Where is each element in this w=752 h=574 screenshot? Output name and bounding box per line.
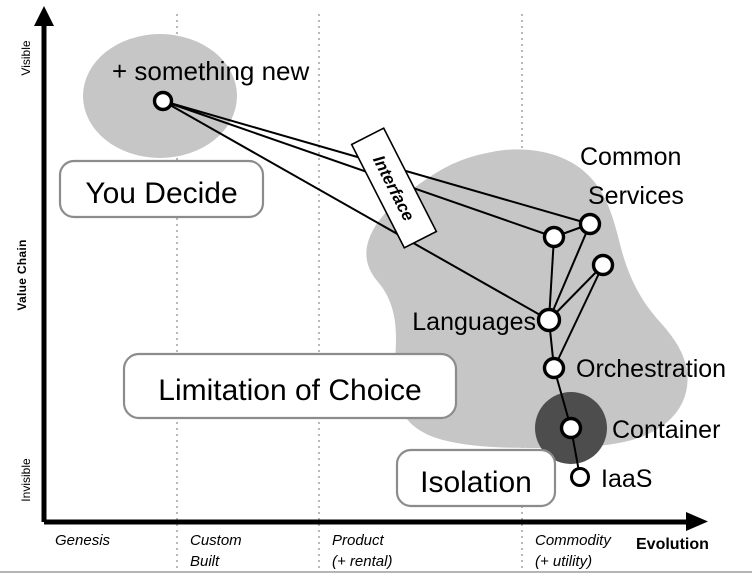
link-common-services-b-to-languages <box>548 223 591 321</box>
axis-label-evolution: Evolution <box>636 536 709 553</box>
value-chain-links <box>162 100 604 478</box>
link-something-new-to-common-services-a <box>162 100 555 238</box>
node-container[interactable] <box>559 416 583 440</box>
value-chain-axis-arrowhead <box>34 6 54 26</box>
evolution-axis-arrowhead <box>686 512 708 531</box>
stage-label-genesis-line1: Genesis <box>55 532 111 549</box>
node-iaas[interactable] <box>570 467 590 487</box>
node-languages[interactable] <box>536 307 562 333</box>
node-label-common: Common <box>580 143 681 171</box>
stage-label-product-line1: Product <box>332 532 385 549</box>
node-label-services: Services <box>588 182 684 210</box>
stage-label-product-line2: (+ rental) <box>332 553 392 570</box>
node-right-mid[interactable] <box>591 253 615 277</box>
annotation-isolation[interactable]: Isolation <box>395 448 557 508</box>
evolution-stage-labels: Genesis Custom Built Product (+ rental) … <box>55 532 612 570</box>
annotation-box-isolation[interactable] <box>395 448 557 508</box>
node-labels: + something new Common Services Language… <box>112 56 726 493</box>
axis-label-visible: Visible <box>19 40 33 75</box>
interface-label-box <box>350 127 438 249</box>
node-label-container: Container <box>612 416 720 444</box>
annotation-you-decide[interactable]: You Decide <box>58 159 265 219</box>
node-label-languages: Languages <box>412 308 536 336</box>
node-common-services-b[interactable] <box>578 212 602 236</box>
node-label-orchestration: Orchestration <box>576 355 726 383</box>
link-something-new-to-languages <box>162 100 550 321</box>
stage-label-commodity-line2: (+ utility) <box>535 553 592 570</box>
link-right-mid-to-languages <box>548 264 604 321</box>
stage-label-custom-built-line1: Custom <box>190 532 242 549</box>
node-label-iaas: IaaS <box>601 465 652 493</box>
link-common-services-a-to-languages <box>548 236 555 321</box>
node-orchestration[interactable] <box>542 356 566 380</box>
axis-label-invisible: Invisible <box>19 458 33 502</box>
stage-label-custom-built-line2: Built <box>190 553 220 570</box>
node-common-services-a[interactable] <box>542 225 566 249</box>
axis-label-value-chain: Value Chain <box>15 239 29 310</box>
axes <box>34 6 708 531</box>
map-nodes <box>152 90 615 487</box>
annotation-box-limitation-of-choice[interactable] <box>122 352 458 420</box>
annotation-label-isolation: Isolation <box>420 466 532 499</box>
annotation-label-limitation-of-choice: Limitation of Choice <box>158 374 421 407</box>
annotation-limitation-of-choice[interactable]: Limitation of Choice <box>122 352 458 420</box>
annotation-label-you-decide: You Decide <box>85 177 237 210</box>
axis-labels: Visible Value Chain Invisible Evolution <box>15 40 709 553</box>
stage-label-commodity-line1: Commodity <box>535 532 612 549</box>
node-label-something-new: + something new <box>112 56 310 86</box>
node-something-new[interactable] <box>152 90 174 112</box>
annotation-box-you-decide[interactable] <box>58 159 265 219</box>
link-right-mid-to-orchestration <box>553 264 604 369</box>
